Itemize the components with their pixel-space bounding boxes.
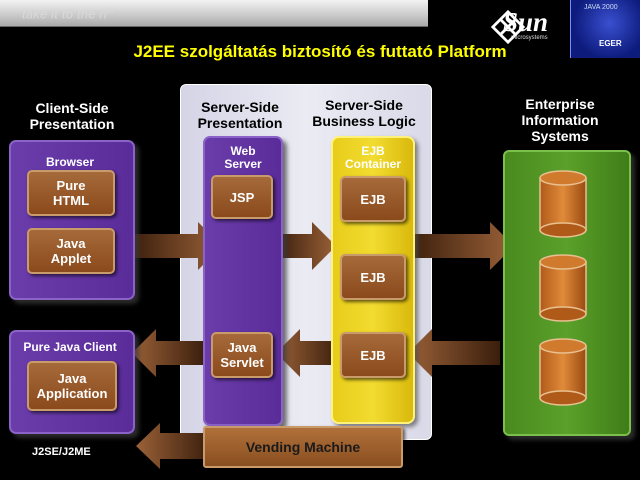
server-presentation-heading: Server-Side Presentation [197,99,283,131]
conference-badge [570,0,640,58]
logo-subtitle: microsystems [511,35,548,41]
database-icon [539,338,587,406]
java-servlet-box: Java Servlet [211,332,273,378]
jsp-box: JSP [211,175,273,219]
web-server-label: Web Server [224,144,262,171]
ejb-box: EJB [340,332,406,378]
ejb-box: EJB [340,254,406,300]
client-side-heading: Client-Side Presentation [29,100,115,132]
database-icon [539,170,587,238]
slide-title: J2EE szolgáltatás biztosító és futtató P… [133,42,507,61]
ejb-box: EJB [340,176,406,222]
badge-text: JAVA 2000 [584,4,618,11]
java-client-label: Pure Java Client [23,340,117,354]
tagline: take it to the nth [22,6,114,22]
pure-html-box: Pure HTML [27,170,115,216]
database-cylinders [539,170,587,406]
database-icon [539,254,587,322]
left-arrow [132,329,500,469]
badge-city: EGER [599,39,622,48]
sun-logo-icon [490,9,526,45]
java-applet-box: Java Applet [27,228,115,274]
vending-machine-box: Vending Machine [203,426,403,468]
ejb-container-label: EJB Container [344,144,401,171]
browser-label: Browser [45,155,95,169]
header-banner [0,0,428,27]
server-business-heading: Server-Side Business Logic [312,97,416,129]
right-arrow [130,222,514,270]
j2se-label: J2SE/J2ME [32,446,91,458]
eis-heading: Enterprise Information Systems [521,96,599,144]
java-application-box: Java Application [27,361,117,411]
logo-word: Sun [503,7,549,37]
